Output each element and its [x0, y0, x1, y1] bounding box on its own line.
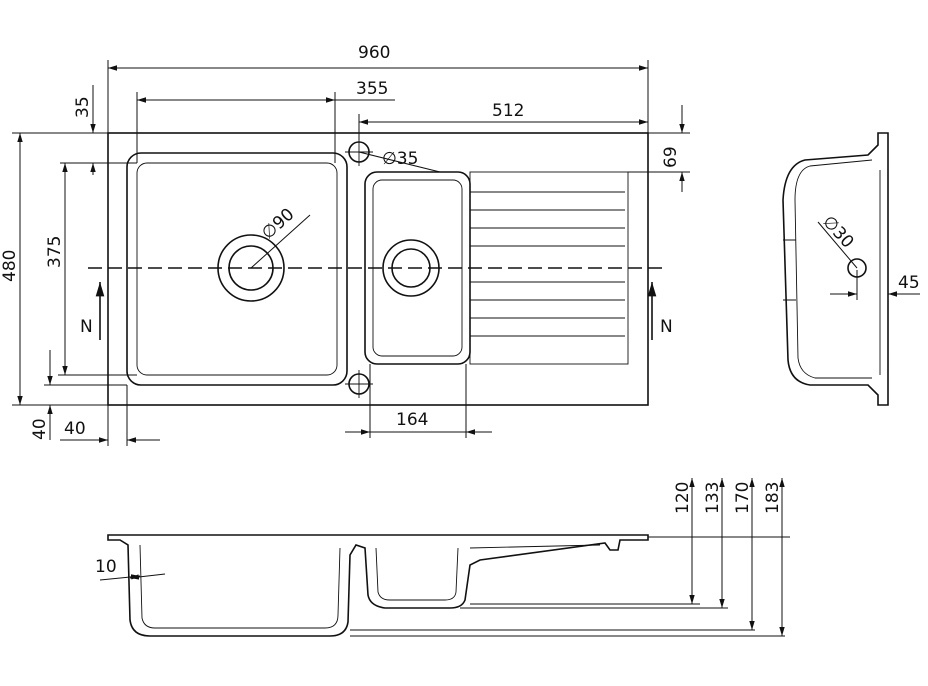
section-view: 10 120 133 170 183 — [95, 478, 790, 637]
dim-512: 512 — [492, 101, 524, 121]
dim-960: 960 — [358, 43, 390, 63]
main-bowl-outer — [126, 152, 348, 386]
dim-375: 375 — [45, 236, 65, 268]
dim-wall-10: 10 — [95, 557, 117, 577]
dim-tap-hole: ∅35 — [382, 149, 418, 169]
dim-overflow-30: ∅30 — [818, 212, 857, 252]
dim-40-horizontal: 40 — [64, 419, 86, 439]
drainer-grooves — [470, 191, 625, 337]
dim-69: 69 — [661, 146, 681, 168]
dim-133: 133 — [703, 482, 723, 514]
north-label-left: N — [80, 317, 93, 337]
dim-355: 355 — [356, 79, 388, 99]
dim-164: 164 — [396, 410, 428, 430]
dim-183: 183 — [763, 482, 783, 514]
top-view: N N 960 355 512 35 69 ∅35 ∅90 480 375 40 — [0, 43, 690, 446]
dim-45: 45 — [898, 273, 920, 293]
dim-35: 35 — [73, 96, 93, 118]
dim-480: 480 — [0, 250, 20, 282]
side-view: ∅30 45 — [782, 132, 920, 406]
main-bowl-inner — [136, 162, 338, 376]
dim-170: 170 — [733, 482, 753, 514]
sink-outline — [107, 132, 649, 406]
dim-40-vertical: 40 — [30, 418, 50, 440]
dim-120: 120 — [673, 482, 693, 514]
north-label-right: N — [660, 317, 673, 337]
